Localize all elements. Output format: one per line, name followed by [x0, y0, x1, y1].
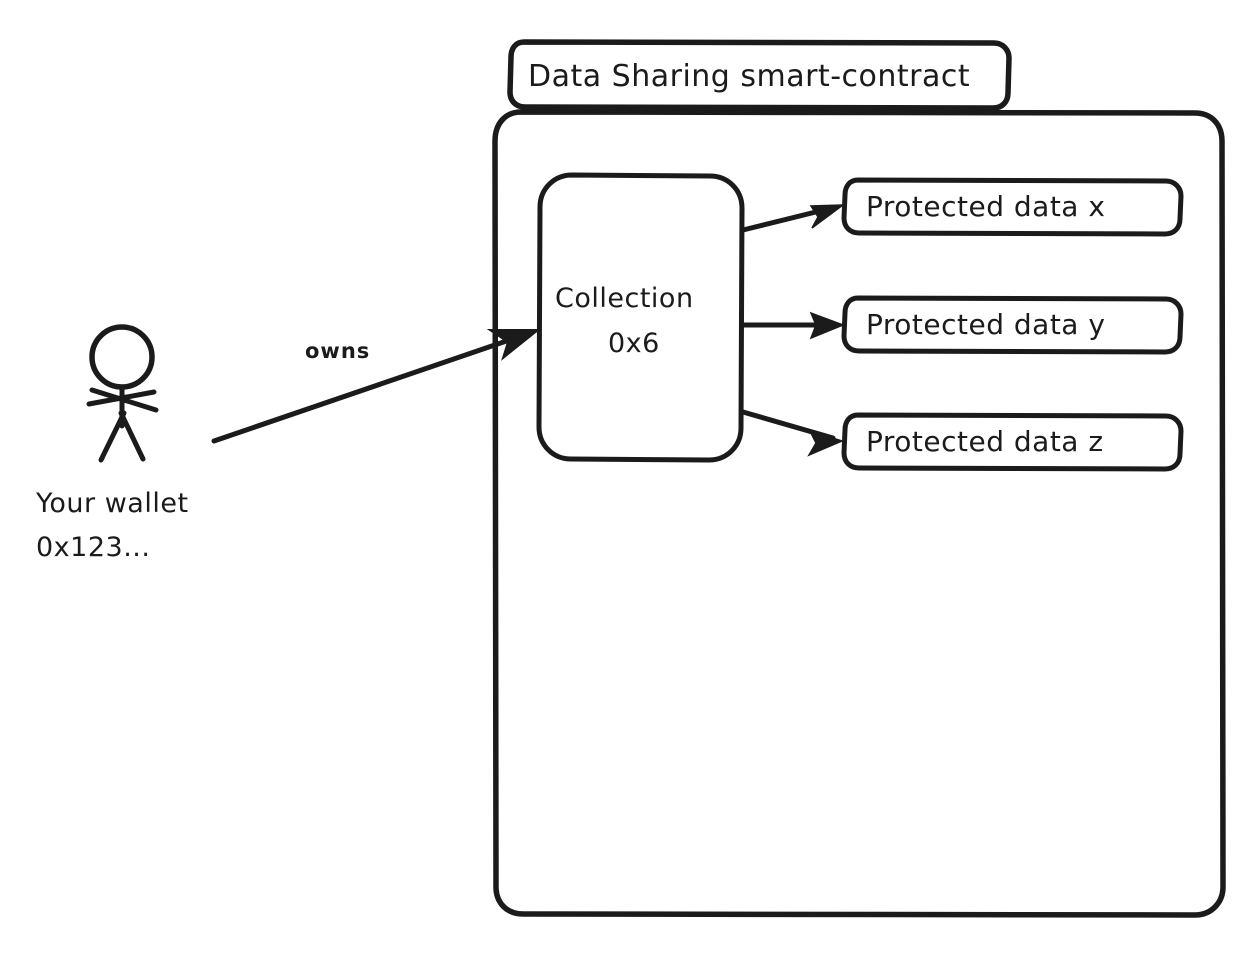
actor-wallet-label: Your wallet 0x123... [35, 488, 189, 563]
node-protected-data-z[interactable]: Protected data z [841, 412, 1184, 472]
node-protected-data-x[interactable]: Protected data x [841, 177, 1184, 237]
data-z-box-outline [841, 412, 1184, 472]
data-z-label: Protected data z [866, 425, 1104, 458]
title-badge-outline [507, 39, 1012, 111]
figure-head-icon [89, 324, 155, 390]
wallet-label-line1: Your wallet [35, 488, 189, 519]
wallet-label-line2: 0x123... [36, 532, 150, 563]
data-y-box-outline [841, 295, 1184, 355]
edge-wallet-owns-collection: owns [211, 329, 541, 444]
arrowhead-data-y-icon [809, 311, 846, 340]
collection-box-outline [536, 172, 745, 463]
node-protected-data-y[interactable]: Protected data y [841, 295, 1184, 355]
edge-collection-to-data-z [740, 409, 845, 457]
arrowhead-data-x-icon [809, 204, 846, 229]
container-title-badge[interactable]: Data Sharing smart-contract [507, 39, 1012, 111]
collection-label-line2: 0x6 [608, 328, 660, 359]
data-x-label: Protected data x [866, 190, 1105, 223]
data-x-box-outline [841, 177, 1184, 237]
collection-label-line1: Collection [555, 283, 694, 314]
arrowhead-owns-icon [486, 329, 541, 361]
data-y-label: Protected data y [866, 308, 1105, 341]
stick-figure-person-icon[interactable] [86, 324, 159, 463]
edge-collection-to-data-y [740, 311, 846, 340]
figure-arm-right-icon [89, 387, 159, 413]
figure-leg-right-icon [118, 410, 146, 462]
arrowhead-data-z-icon [807, 429, 845, 457]
figure-leg-left-icon [98, 410, 127, 463]
edge-label-owns: owns [305, 339, 370, 363]
edge-collection-to-data-x [740, 204, 846, 233]
edge-line-owns [211, 332, 527, 444]
node-collection[interactable]: Collection 0x6 [536, 172, 745, 463]
container-title-label: Data Sharing smart-contract [528, 59, 970, 94]
